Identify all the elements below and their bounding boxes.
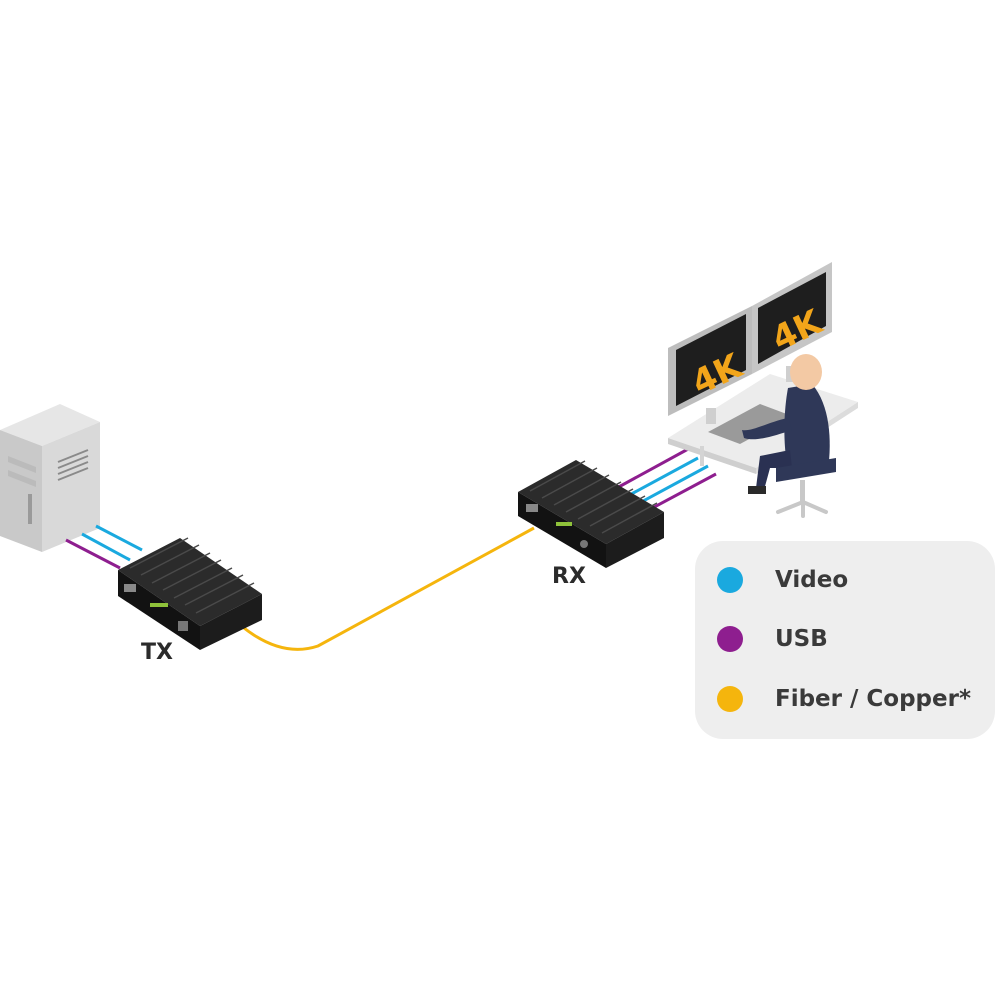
legend-item-usb: USB [717,619,828,659]
chair-icon [776,458,836,518]
rx-extender-box [518,460,664,568]
legend-item-fiber-copper: Fiber / Copper* [717,679,971,719]
fiber-copper-cable [243,526,535,651]
operator-person-icon [742,354,830,494]
rx-label: RX [552,564,586,589]
legend-label-fiber-copper: Fiber / Copper* [775,686,971,712]
legend-item-video: Video [717,560,848,600]
legend-label-video: Video [775,567,849,593]
legend-label-usb: USB [775,626,828,652]
legend: Video USB Fiber / Copper* [695,541,995,739]
computer-tower-icon [0,404,100,552]
keyboard-icon [708,404,792,444]
tx-extender-box [118,537,262,650]
legend-dot-video [717,567,743,593]
rx-to-desk-cables [614,446,717,514]
left-monitor [668,306,752,424]
legend-dot-usb [717,626,743,652]
pc-to-tx-cables [65,524,143,570]
legend-dot-fiber-copper [717,686,743,712]
tx-label: TX [141,640,173,665]
